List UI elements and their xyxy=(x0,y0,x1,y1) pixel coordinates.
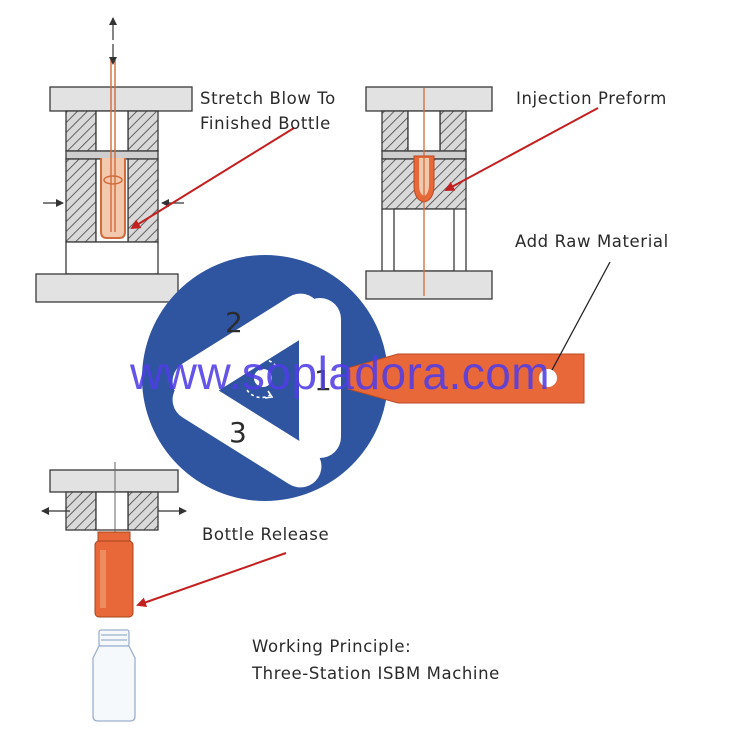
label-principle-line1: Working Principle: xyxy=(252,637,412,656)
pointer-bottle-release xyxy=(136,552,287,608)
clear-bottle-icon xyxy=(92,629,136,722)
released-bottle xyxy=(94,531,134,618)
label-stretch-blow-line1: Stretch Blow To xyxy=(200,89,336,108)
watermark: www.sopladora.com xyxy=(130,347,551,399)
pointer-stretch-blow xyxy=(130,127,295,230)
label-bottle-release: Bottle Release xyxy=(202,525,330,544)
label-injection-preform: Injection Preform xyxy=(516,89,667,108)
turntable xyxy=(142,255,388,501)
label-principle-line2: Three-Station ISBM Machine xyxy=(252,664,500,683)
label-stretch-blow-line2: Finished Bottle xyxy=(200,114,331,133)
center-hub xyxy=(254,369,272,387)
finished-bottle-in-mold xyxy=(100,158,126,239)
station-number-1: 1 xyxy=(314,364,333,397)
material-inlet xyxy=(539,369,557,387)
slot-station-1 xyxy=(299,298,341,458)
preform-in-mold xyxy=(413,88,435,296)
pointer-raw-material xyxy=(551,261,611,371)
injection-nozzle xyxy=(347,353,585,404)
station-number-2: 2 xyxy=(225,306,244,339)
slot-station-2 xyxy=(172,293,322,403)
release-mold xyxy=(49,469,179,531)
stretch-rod xyxy=(109,17,117,232)
slot-station-3 xyxy=(172,378,322,488)
pointer-injection-preform xyxy=(444,107,599,191)
station-number-3: 3 xyxy=(229,416,248,449)
label-add-raw-material: Add Raw Material xyxy=(515,232,669,251)
